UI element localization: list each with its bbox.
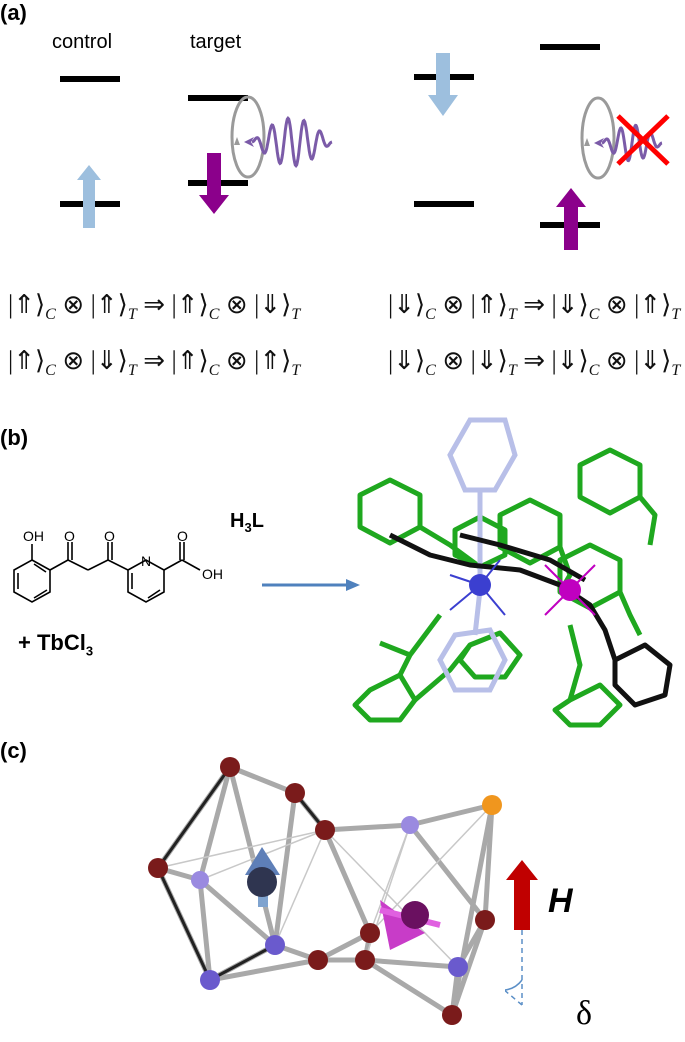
product-label: H3L: [230, 510, 264, 535]
field-arrow-group: [505, 860, 538, 1006]
target-spin-down-arrow: [199, 153, 229, 214]
control-label: control: [52, 31, 113, 53]
panel-label-a: (a): [0, 0, 27, 25]
energy-level-diagram: [60, 44, 670, 250]
control-spin-down-arrow: [428, 53, 458, 116]
oh-label: OH: [23, 528, 44, 544]
o-label-2: O: [104, 528, 115, 544]
metal-ion-magenta: [559, 579, 581, 601]
reagent-label: + TbCl3: [18, 630, 94, 659]
orange-atom: [482, 795, 502, 815]
o-label-3: O: [177, 528, 188, 544]
control-spin-up-arrow: [77, 165, 101, 228]
oh-label-2: OH: [202, 566, 223, 582]
field-label: H: [548, 882, 573, 920]
equation-row2-left: |⇑⟩C ⊗ |⇓⟩T ⇒ |⇑⟩C ⊗ |⇑⟩T: [8, 346, 301, 380]
spin-arrow-up-blue: [245, 847, 280, 875]
n-label: N: [141, 553, 152, 569]
metal-ion-blue: [469, 574, 491, 596]
molecular-complex-structure: [352, 417, 673, 728]
equation-row2-right: |⇓⟩C ⊗ |⇓⟩T ⇒ |⇓⟩C ⊗ |⇓⟩T: [388, 346, 681, 380]
equation-row1-left: |⇑⟩C ⊗ |⇑⟩T ⇒ |⇑⟩C ⊗ |⇓⟩T: [8, 290, 301, 324]
angle-label: δ: [576, 995, 593, 1032]
rotation-loop-icon-2: [580, 96, 616, 180]
field-arrow-icon: [506, 860, 538, 930]
panel-label-c: (c): [0, 738, 27, 763]
coordination-polyhedron: [148, 757, 502, 1025]
equation-row1-right: |⇓⟩C ⊗ |⇑⟩T ⇒ |⇓⟩C ⊗ |⇑⟩T: [388, 290, 681, 324]
angle-arc: [505, 979, 523, 991]
microwave-pulse-icon: [251, 116, 333, 168]
rotation-loop-icon: [230, 95, 266, 179]
reaction-arrow: [262, 579, 360, 591]
metal-center-1: [247, 867, 277, 897]
metal-center-2: [401, 901, 429, 929]
panel-label-b: (b): [0, 425, 29, 450]
microwave-pulse-icon-2: [601, 123, 663, 163]
o-label-1: O: [64, 528, 75, 544]
target-label: target: [190, 31, 242, 53]
atoms: [148, 757, 502, 1025]
ligand-structure: [13, 542, 201, 603]
target-spin-up-arrow: [556, 188, 586, 250]
